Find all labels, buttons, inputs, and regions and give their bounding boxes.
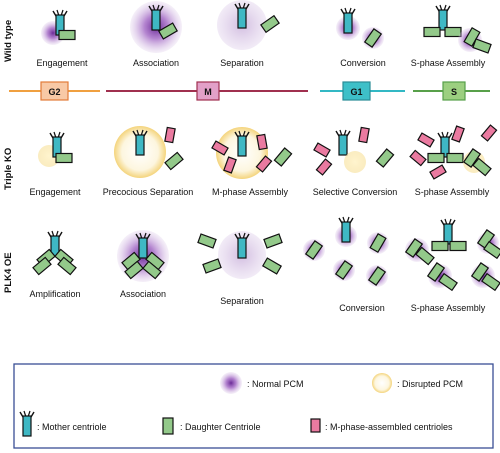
ko-engagement-figure	[38, 131, 73, 167]
legend-m-phase-centrioles: : M-phase-assembled centrioles	[310, 418, 453, 433]
oe-stage-separation: Separation	[220, 296, 264, 306]
legend-normal-pcm: : Normal PCM	[220, 372, 304, 394]
oe-conversion-figure	[303, 216, 389, 287]
ko-selective-conversion-figure	[313, 126, 395, 176]
oe-separation-figure	[197, 231, 283, 279]
legend-normal-pcm-label: : Normal PCM	[247, 379, 304, 389]
ko-stage-engagement: Engagement	[29, 187, 81, 197]
legend-mother-centriole: : Mother centriole	[19, 410, 107, 437]
legend-disrupted-pcm-label: : Disrupted PCM	[397, 379, 463, 389]
ko-stage-precocious-separation: Precocious Separation	[103, 187, 194, 197]
wt-stage-separation: Separation	[220, 58, 264, 68]
ko-m-assembly-figure	[211, 127, 293, 179]
ko-precocious-separation-figure	[114, 126, 184, 178]
wt-stage-s-assembly: S-phase Assembly	[411, 58, 486, 68]
wt-association-figure	[130, 1, 182, 53]
phase-label-g1: G1	[350, 87, 362, 97]
phase-label-m: M	[204, 87, 212, 97]
oe-amplification-figure	[32, 230, 77, 276]
legend-disrupted-pcm: : Disrupted PCM	[372, 373, 463, 393]
row-label-wild-type: Wild type	[3, 20, 14, 62]
ko-stage-m-assembly: M-phase Assembly	[212, 187, 289, 197]
wt-stage-association: Association	[133, 58, 179, 68]
wt-conversion-figure	[336, 7, 384, 49]
ko-stage-s-assembly: S-phase Assembly	[415, 187, 490, 197]
wt-s-assembly-figure	[423, 4, 492, 54]
ko-s-assembly-figure	[409, 124, 498, 180]
oe-stage-association: Association	[120, 289, 166, 299]
wt-stage-engagement: Engagement	[36, 58, 88, 68]
oe-stage-conversion: Conversion	[339, 303, 385, 313]
oe-s-assembly-figure	[405, 218, 500, 291]
wt-stage-conversion: Conversion	[340, 58, 386, 68]
oe-association-figure	[117, 230, 169, 282]
oe-stage-s-assembly: S-phase Assembly	[411, 303, 486, 313]
legend-daughter-centriole: : Daughter Centriole	[162, 417, 261, 435]
phase-label-g2: G2	[48, 87, 60, 97]
row-label-plk4-oe: PLK4 OE	[3, 252, 14, 293]
oe-stage-amplification: Amplification	[29, 289, 80, 299]
wt-separation-figure	[217, 0, 280, 50]
cell-cycle-phase-bar: G2 M G1 S	[9, 81, 490, 101]
row-label-triple-ko: Triple KO	[3, 148, 14, 190]
legend: : Normal PCM : Disrupted PCM : Mother ce…	[13, 363, 494, 449]
phase-label-s: S	[451, 87, 457, 97]
legend-daughter-label: : Daughter Centriole	[180, 422, 261, 432]
ko-stage-selective-conversion: Selective Conversion	[313, 187, 398, 197]
wt-engagement-figure	[41, 9, 76, 45]
legend-m-phase-label: : M-phase-assembled centrioles	[325, 422, 453, 432]
legend-mother-label: : Mother centriole	[37, 422, 107, 432]
